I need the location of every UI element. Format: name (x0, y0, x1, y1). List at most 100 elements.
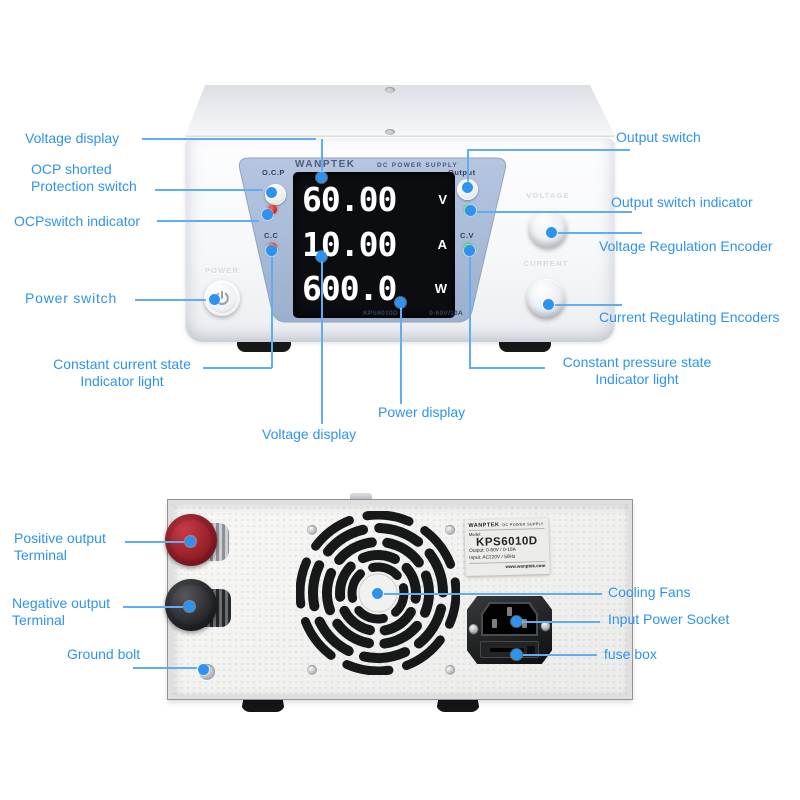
sticker-product-type: DC POWER SUPPLY (502, 522, 544, 528)
sticker-website: www.wanptek.com (469, 561, 546, 570)
callout-line (469, 367, 545, 369)
callout-dot-ground-bolt (198, 664, 209, 675)
callout-dot-fuse-box (511, 649, 522, 660)
range-label: 0-60V/10A (429, 310, 463, 317)
callout-label-cc-state: Constant current state Indicator light (53, 356, 191, 389)
callout-label-voltage-encoder: Voltage Regulation Encoder (599, 238, 773, 254)
callout-label-power-display: Power display (378, 404, 466, 420)
neutral-pin (522, 619, 527, 628)
callout-label-voltage-display-top: Voltage display (25, 130, 120, 146)
line-pin (492, 619, 497, 628)
callout-line (523, 621, 600, 623)
product-type-label: DC POWER SUPPLY (377, 162, 458, 169)
callout-dot-cv-state (464, 245, 475, 256)
screw-icon (541, 621, 550, 630)
cv-label: C.V (460, 231, 475, 240)
callout-line (467, 149, 630, 151)
power-supply-rear-view: WANPTEK DC POWER SUPPLY Model: KPS6010D … (165, 493, 635, 721)
fuse-box (480, 641, 539, 658)
voltage-unit: V (438, 192, 447, 207)
callout-label-output-indicator: Output switch indicator (611, 194, 753, 210)
callout-label-voltage-display-bottom: Voltage display (262, 426, 357, 442)
callout-label-power-switch: Power switch (25, 290, 118, 306)
ocp-label: O.C.P (262, 168, 285, 177)
power-readout-row: 600.0 W (302, 267, 447, 310)
callout-line (523, 654, 597, 656)
callout-label-negative-terminal: Negative output Terminal (12, 595, 111, 628)
model-number: KPS6010D (363, 310, 398, 317)
callout-line (142, 138, 316, 140)
callout-dot-positive-terminal (185, 536, 196, 547)
callout-dot-cooling-fans (372, 588, 383, 599)
callout-line (558, 232, 642, 234)
callout-dot-voltage-encoder (546, 227, 557, 238)
callout-line (321, 261, 323, 424)
callout-line (555, 304, 622, 306)
earth-pin (507, 607, 512, 616)
input-power-socket-module (467, 596, 552, 664)
current-knob (527, 279, 565, 317)
current-unit: A (437, 236, 447, 252)
callout-label-current-encoder: Current Regulating Encoders (599, 309, 780, 325)
power-value: 600.0 (302, 269, 397, 308)
screw-icon (307, 665, 317, 675)
callout-dot-output-switch (462, 182, 473, 193)
callout-dot-power-display (395, 297, 406, 308)
power-unit: W (434, 281, 447, 296)
screw-icon (385, 87, 395, 93)
rating-sticker: WANPTEK DC POWER SUPPLY Model: KPS6010D … (464, 517, 550, 577)
callout-dot-input-socket (511, 616, 522, 627)
screw-icon (385, 129, 395, 135)
rear-foot-left (241, 697, 285, 712)
screw-icon (307, 525, 317, 535)
callout-label-positive-terminal: Positive output Terminal (14, 530, 106, 563)
callout-label-fuse-box: fuse box (604, 646, 657, 662)
case-edge (185, 134, 615, 137)
callout-dot-cc-state (266, 245, 277, 256)
model-strip: KPS6010D 0-60V/10A (363, 310, 463, 317)
c14-inlet (481, 602, 538, 636)
callout-dot-current-encoder (543, 299, 554, 310)
callout-dot-output-indicator (465, 205, 476, 216)
callout-line (123, 606, 183, 608)
callout-line (384, 593, 602, 595)
fuse-notch (527, 646, 535, 654)
digital-display: 60.00 V 10.00 A 600.0 W (293, 172, 455, 318)
callout-label-cooling-fans: Cooling Fans (608, 584, 691, 600)
callout-line (271, 255, 273, 368)
case-top-surface (185, 85, 615, 136)
voltage-value: 60.00 (302, 180, 397, 219)
screw-icon (445, 665, 455, 675)
ocp-indicator-led (268, 205, 277, 214)
screw-icon (445, 525, 455, 535)
callout-line (125, 541, 184, 543)
callout-dot-voltage-display (316, 172, 327, 183)
rear-top-tab (350, 493, 372, 503)
rear-foot-right (436, 697, 480, 712)
callout-line (203, 367, 272, 369)
callout-line (155, 189, 263, 191)
callout-dot-ocp-indicator (262, 209, 273, 220)
callout-dot-negative-terminal (184, 601, 195, 612)
current-knob-label: CURRENT (523, 259, 569, 268)
voltage-readout-row: 60.00 V (302, 178, 447, 221)
callout-label-ground-bolt: Ground bolt (67, 646, 141, 662)
output-label: Output (448, 168, 476, 177)
callout-label-ocp-indicator: OCPswitch indicator (14, 213, 141, 229)
callout-line (133, 667, 197, 669)
callout-line (135, 299, 206, 301)
callout-line (321, 139, 323, 175)
callout-line (400, 307, 402, 404)
sticker-model-number: KPS6010D (475, 535, 538, 549)
callout-line (157, 220, 259, 222)
cooling-fan-grill (296, 511, 460, 675)
callout-label-output-switch: Output switch (616, 129, 701, 145)
power-switch-label: POWER (204, 266, 240, 275)
callout-line (469, 255, 471, 368)
cc-label: C.C (264, 231, 279, 240)
callout-label-ocp-switch: OCP shorted Protection switch (31, 161, 137, 194)
callout-line (477, 211, 632, 213)
c14-recess (483, 604, 536, 634)
voltage-knob-label: VOLTAGE (526, 191, 570, 200)
callout-label-cv-state: Constant pressure state Indicator light (562, 354, 712, 387)
